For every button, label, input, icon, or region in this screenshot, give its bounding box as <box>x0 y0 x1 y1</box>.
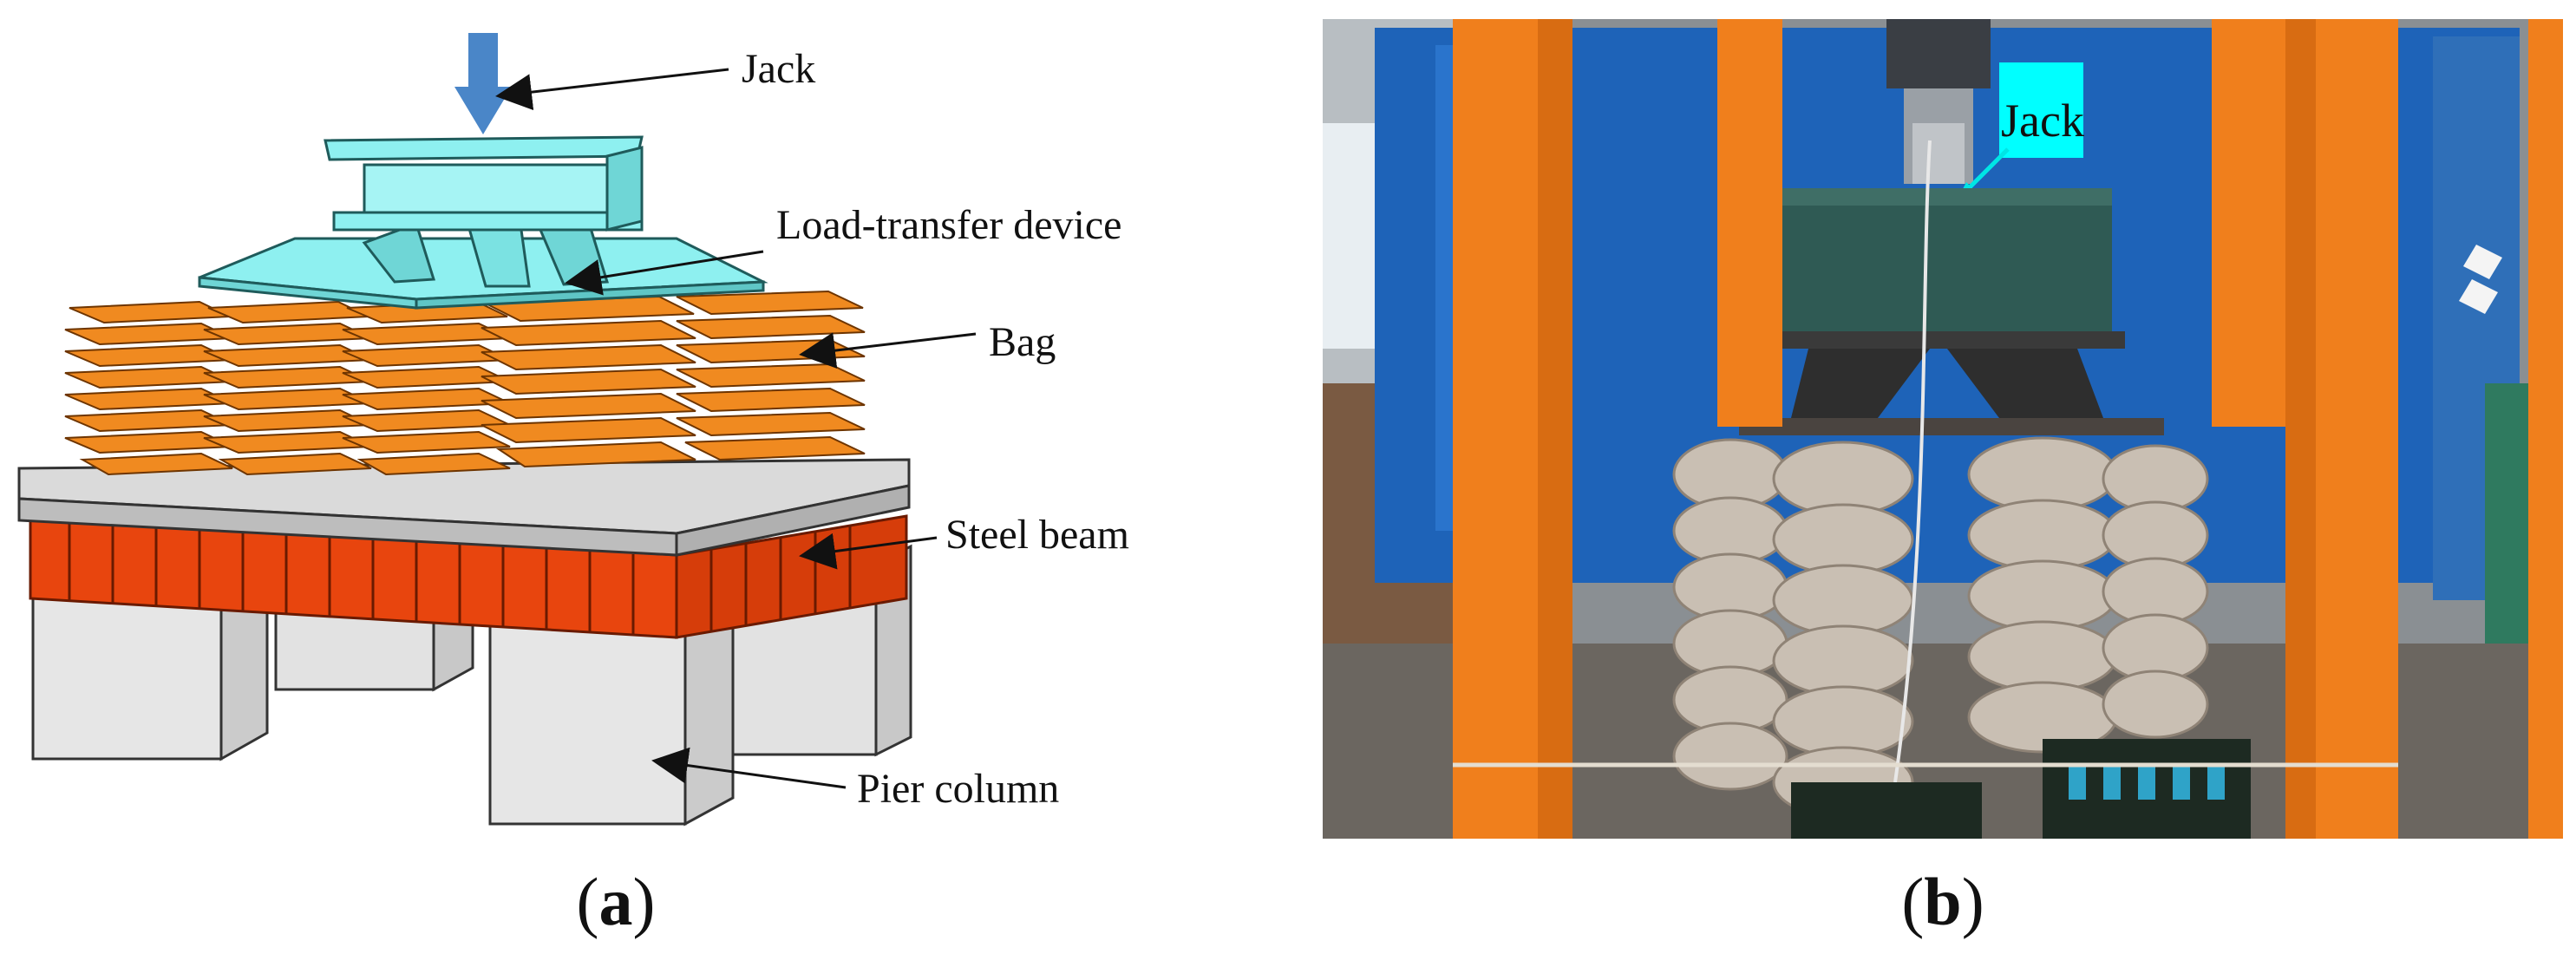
caption-a-close: ) <box>632 864 656 939</box>
schematic-drawing: Jack Load-transfer device Bag Steel beam… <box>17 33 1129 827</box>
leader-lines <box>495 68 977 789</box>
label-load-transfer-device: Load-transfer device <box>776 202 1121 248</box>
jack-arrow <box>454 33 512 134</box>
caption-a-letter: a <box>598 864 633 939</box>
load-transfer-device <box>198 135 768 310</box>
panel-b-photo: Jack <box>1323 19 2563 839</box>
caption-b-letter: b <box>1924 864 1962 939</box>
caption-b-open: ( <box>1901 864 1925 939</box>
label-steel-beam: Steel beam <box>945 512 1129 558</box>
sand-bags <box>64 290 866 476</box>
photo-jack-label: Jack <box>2001 95 2084 147</box>
steel-beam <box>29 514 908 639</box>
label-jack: Jack <box>742 46 815 92</box>
caption-a-open: ( <box>576 864 599 939</box>
panel-a-schematic: Jack Load-transfer device Bag Steel beam… <box>0 0 1284 833</box>
label-pier-column: Pier column <box>857 766 1059 812</box>
photo-jack-label-box <box>1999 62 2083 158</box>
caption-a: (a) <box>538 854 694 950</box>
caption-b-close: ) <box>1961 864 1984 939</box>
caption-b: (b) <box>1865 854 2021 950</box>
test-setup-photo: Jack <box>1323 19 2563 839</box>
label-bag: Bag <box>989 319 1056 365</box>
concrete-slab <box>17 458 911 557</box>
